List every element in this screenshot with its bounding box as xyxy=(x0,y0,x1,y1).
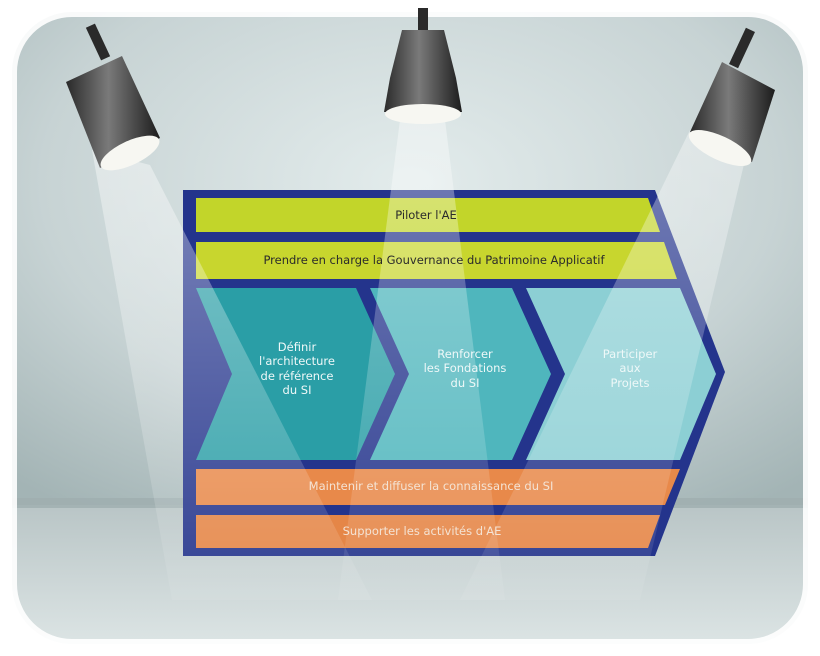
chevron-label-line: aux xyxy=(619,361,641,376)
chevron-label-renforcer: Renforcer les Fondations du SI xyxy=(400,347,530,390)
chevron-label-line: Projets xyxy=(610,375,650,390)
band-label-maintenir: Maintenir et diffuser la connaissance du… xyxy=(308,479,554,493)
spotlight-icon xyxy=(66,23,160,171)
chevron-label-line: les Fondations xyxy=(423,361,507,376)
chevron-label-participer: Participer aux Projets xyxy=(565,347,695,390)
chevron-label-line: de référence xyxy=(260,368,334,383)
band-label-piloter: Piloter l'AE xyxy=(395,208,457,222)
light-beams xyxy=(92,120,745,600)
chevron-label-line: du SI xyxy=(282,383,312,398)
chevron-label-line: Participer xyxy=(602,347,658,361)
band-label-supporter: Supporter les activités d'AE xyxy=(342,524,502,538)
spotlight-icon xyxy=(688,27,775,167)
band-label-gouvernance: Prendre en charge la Gouvernance du Patr… xyxy=(263,253,605,267)
chevron-label-line: du SI xyxy=(450,375,480,390)
spotlight-icon xyxy=(384,8,462,124)
chevron-label-line: Définir xyxy=(277,340,317,354)
chevron-label-line: Renforcer xyxy=(437,347,493,361)
chevron-label-line: l'architecture xyxy=(259,354,335,369)
chevron-label-definir: Définir l'architecture de référence du S… xyxy=(232,340,362,398)
